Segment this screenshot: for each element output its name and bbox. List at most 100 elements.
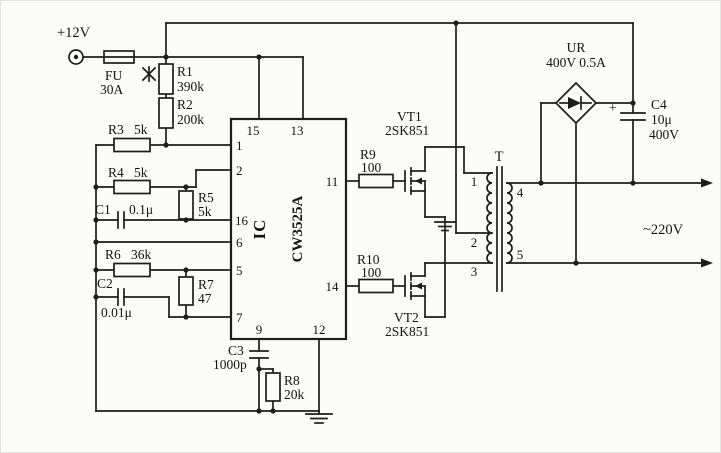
capacitor-c2-ref: C2: [97, 276, 113, 291]
transformer-pin-2: 2: [471, 235, 478, 250]
resistor-r6-ref: R6: [105, 247, 121, 262]
resistor-r5-ref: R5: [198, 190, 214, 205]
resistor-r8-value: 20k: [284, 387, 305, 402]
ic-part-label: CW3525A: [290, 196, 306, 263]
resistor-r6-symbol: [113, 262, 151, 278]
bridge-ref: UR: [567, 40, 586, 55]
ground-symbol-sources-icon: [434, 221, 456, 232]
resistor-r10: R10 100: [357, 252, 394, 294]
bridge-rating: 400V 0.5A: [546, 55, 606, 70]
resistor-r4-ref: R4: [108, 165, 124, 180]
capacitor-c4: + C4 10μ 400V: [609, 97, 679, 142]
resistor-r2: R2 200k: [158, 97, 204, 129]
ic-pin-13: 13: [291, 123, 304, 138]
resistor-r5-symbol: [178, 190, 194, 220]
capacitor-c2-value: 0.01μ: [101, 305, 132, 320]
resistor-r7-symbol: [178, 276, 194, 306]
ic-pin-15: 15: [247, 123, 260, 138]
resistor-r7-value: 47: [198, 291, 212, 306]
mosfet-vt2-symbol: [404, 272, 426, 300]
fuse-value-label: 30A: [100, 82, 124, 97]
terminal-center-icon: [73, 54, 79, 60]
mosfet-vt2: VT2 2SK851: [385, 272, 429, 339]
transformer-secondary-winding-icon: [506, 182, 513, 264]
bridge-diode-icon: [568, 97, 581, 109]
ic-pin-1: 1: [236, 138, 243, 153]
transformer-pin-3: 3: [471, 264, 478, 279]
ic-pin-7: 7: [236, 310, 243, 325]
capacitor-c4-value: 10μ: [651, 112, 672, 127]
ic-pin-5: 5: [236, 263, 243, 278]
resistor-r1: R1 390k: [158, 63, 204, 95]
ic-pin-9: 9: [256, 322, 263, 337]
capacitor-c4-ref: C4: [651, 97, 667, 112]
resistor-r9: R9 100: [358, 147, 394, 189]
resistor-r9-value: 100: [361, 160, 382, 175]
resistor-r2-value: 200k: [177, 112, 204, 127]
power-input-label: +12V: [57, 25, 91, 41]
output-voltage-label: ~220V: [643, 222, 684, 238]
resistor-r4: R4 5k: [108, 165, 151, 195]
mosfet-vt1-part: 2SK851: [385, 123, 429, 138]
ic-pin-16: 16: [235, 213, 249, 228]
capacitor-c4-polarity: +: [609, 100, 617, 115]
ic-ref-label: IC: [250, 219, 269, 240]
resistor-r3-value: 5k: [134, 122, 148, 137]
resistor-r3: R3 5k: [108, 122, 151, 153]
reference-mark-icon: [141, 66, 157, 82]
resistor-r8: R8 20k: [265, 372, 305, 402]
resistor-r9-ref: R9: [360, 147, 376, 162]
ic-pin-12: 12: [313, 322, 326, 337]
resistor-r1-ref: R1: [177, 64, 193, 79]
resistor-r9-symbol: [358, 173, 394, 189]
mosfet-vt2-part: 2SK851: [385, 324, 429, 339]
capacitor-c1: C1 0.1μ: [95, 202, 153, 229]
junction-dots: [93, 20, 636, 414]
transformer-pin-4: 4: [517, 185, 524, 200]
ic-pin-6: 6: [236, 235, 243, 250]
resistor-r5: R5 5k: [178, 190, 214, 220]
transformer-t: T 1 2 3 4 5: [471, 149, 524, 292]
output-arrow-top-icon: [701, 178, 713, 188]
transformer-ref: T: [495, 149, 504, 165]
output-arrow-bottom-icon: [701, 258, 713, 268]
capacitor-c1-value: 0.1μ: [129, 202, 153, 217]
ic-pin-11: 11: [326, 174, 339, 189]
mosfet-vt1-arrow-icon: [415, 177, 422, 185]
transformer-core-icon: [496, 166, 503, 292]
capacitor-c2: C2 0.01μ: [97, 276, 132, 320]
resistor-r7-ref: R7: [198, 277, 214, 292]
ic-pin-14: 14: [326, 279, 340, 294]
resistor-r4-value: 5k: [134, 165, 148, 180]
resistor-r5-value: 5k: [198, 204, 212, 219]
resistor-r4-symbol: [113, 179, 151, 195]
resistor-r3-ref: R3: [108, 122, 124, 137]
resistor-r2-ref: R2: [177, 97, 193, 112]
ic-pin-2: 2: [236, 163, 243, 178]
ic-cw3525a: IC CW3525A 15 13 1 2 16 6 5 7 9 12 11 14: [229, 117, 348, 341]
mosfet-vt1-ref: VT1: [397, 109, 422, 124]
capacitor-c3: C3 1000p: [213, 343, 269, 372]
ic-body: [229, 117, 348, 341]
resistor-r1-value: 390k: [177, 79, 204, 94]
resistor-r8-ref: R8: [284, 373, 300, 388]
capacitor-c3-ref: C3: [228, 343, 244, 358]
resistor-r8-symbol: [265, 372, 281, 402]
bridge-rectifier-ur: UR 400V 0.5A: [546, 40, 606, 125]
resistor-r10-value: 100: [361, 265, 382, 280]
resistor-r10-symbol: [358, 278, 394, 294]
transformer-primary-winding-icon: [486, 172, 493, 264]
capacitor-c4-rating: 400V: [649, 127, 679, 142]
resistor-r2-symbol: [158, 97, 174, 129]
mosfet-vt1: VT1 2SK851: [385, 109, 429, 195]
resistor-r6-value: 36k: [131, 247, 152, 262]
resistor-r10-ref: R10: [357, 252, 380, 267]
capacitor-c1-ref: C1: [95, 202, 111, 217]
resistor-r1-symbol: [158, 63, 174, 95]
mosfet-vt2-arrow-icon: [415, 282, 422, 290]
power-input-terminal: +12V: [57, 25, 91, 65]
capacitor-c3-value: 1000p: [213, 357, 247, 372]
ac-output: ~220V: [643, 178, 713, 268]
